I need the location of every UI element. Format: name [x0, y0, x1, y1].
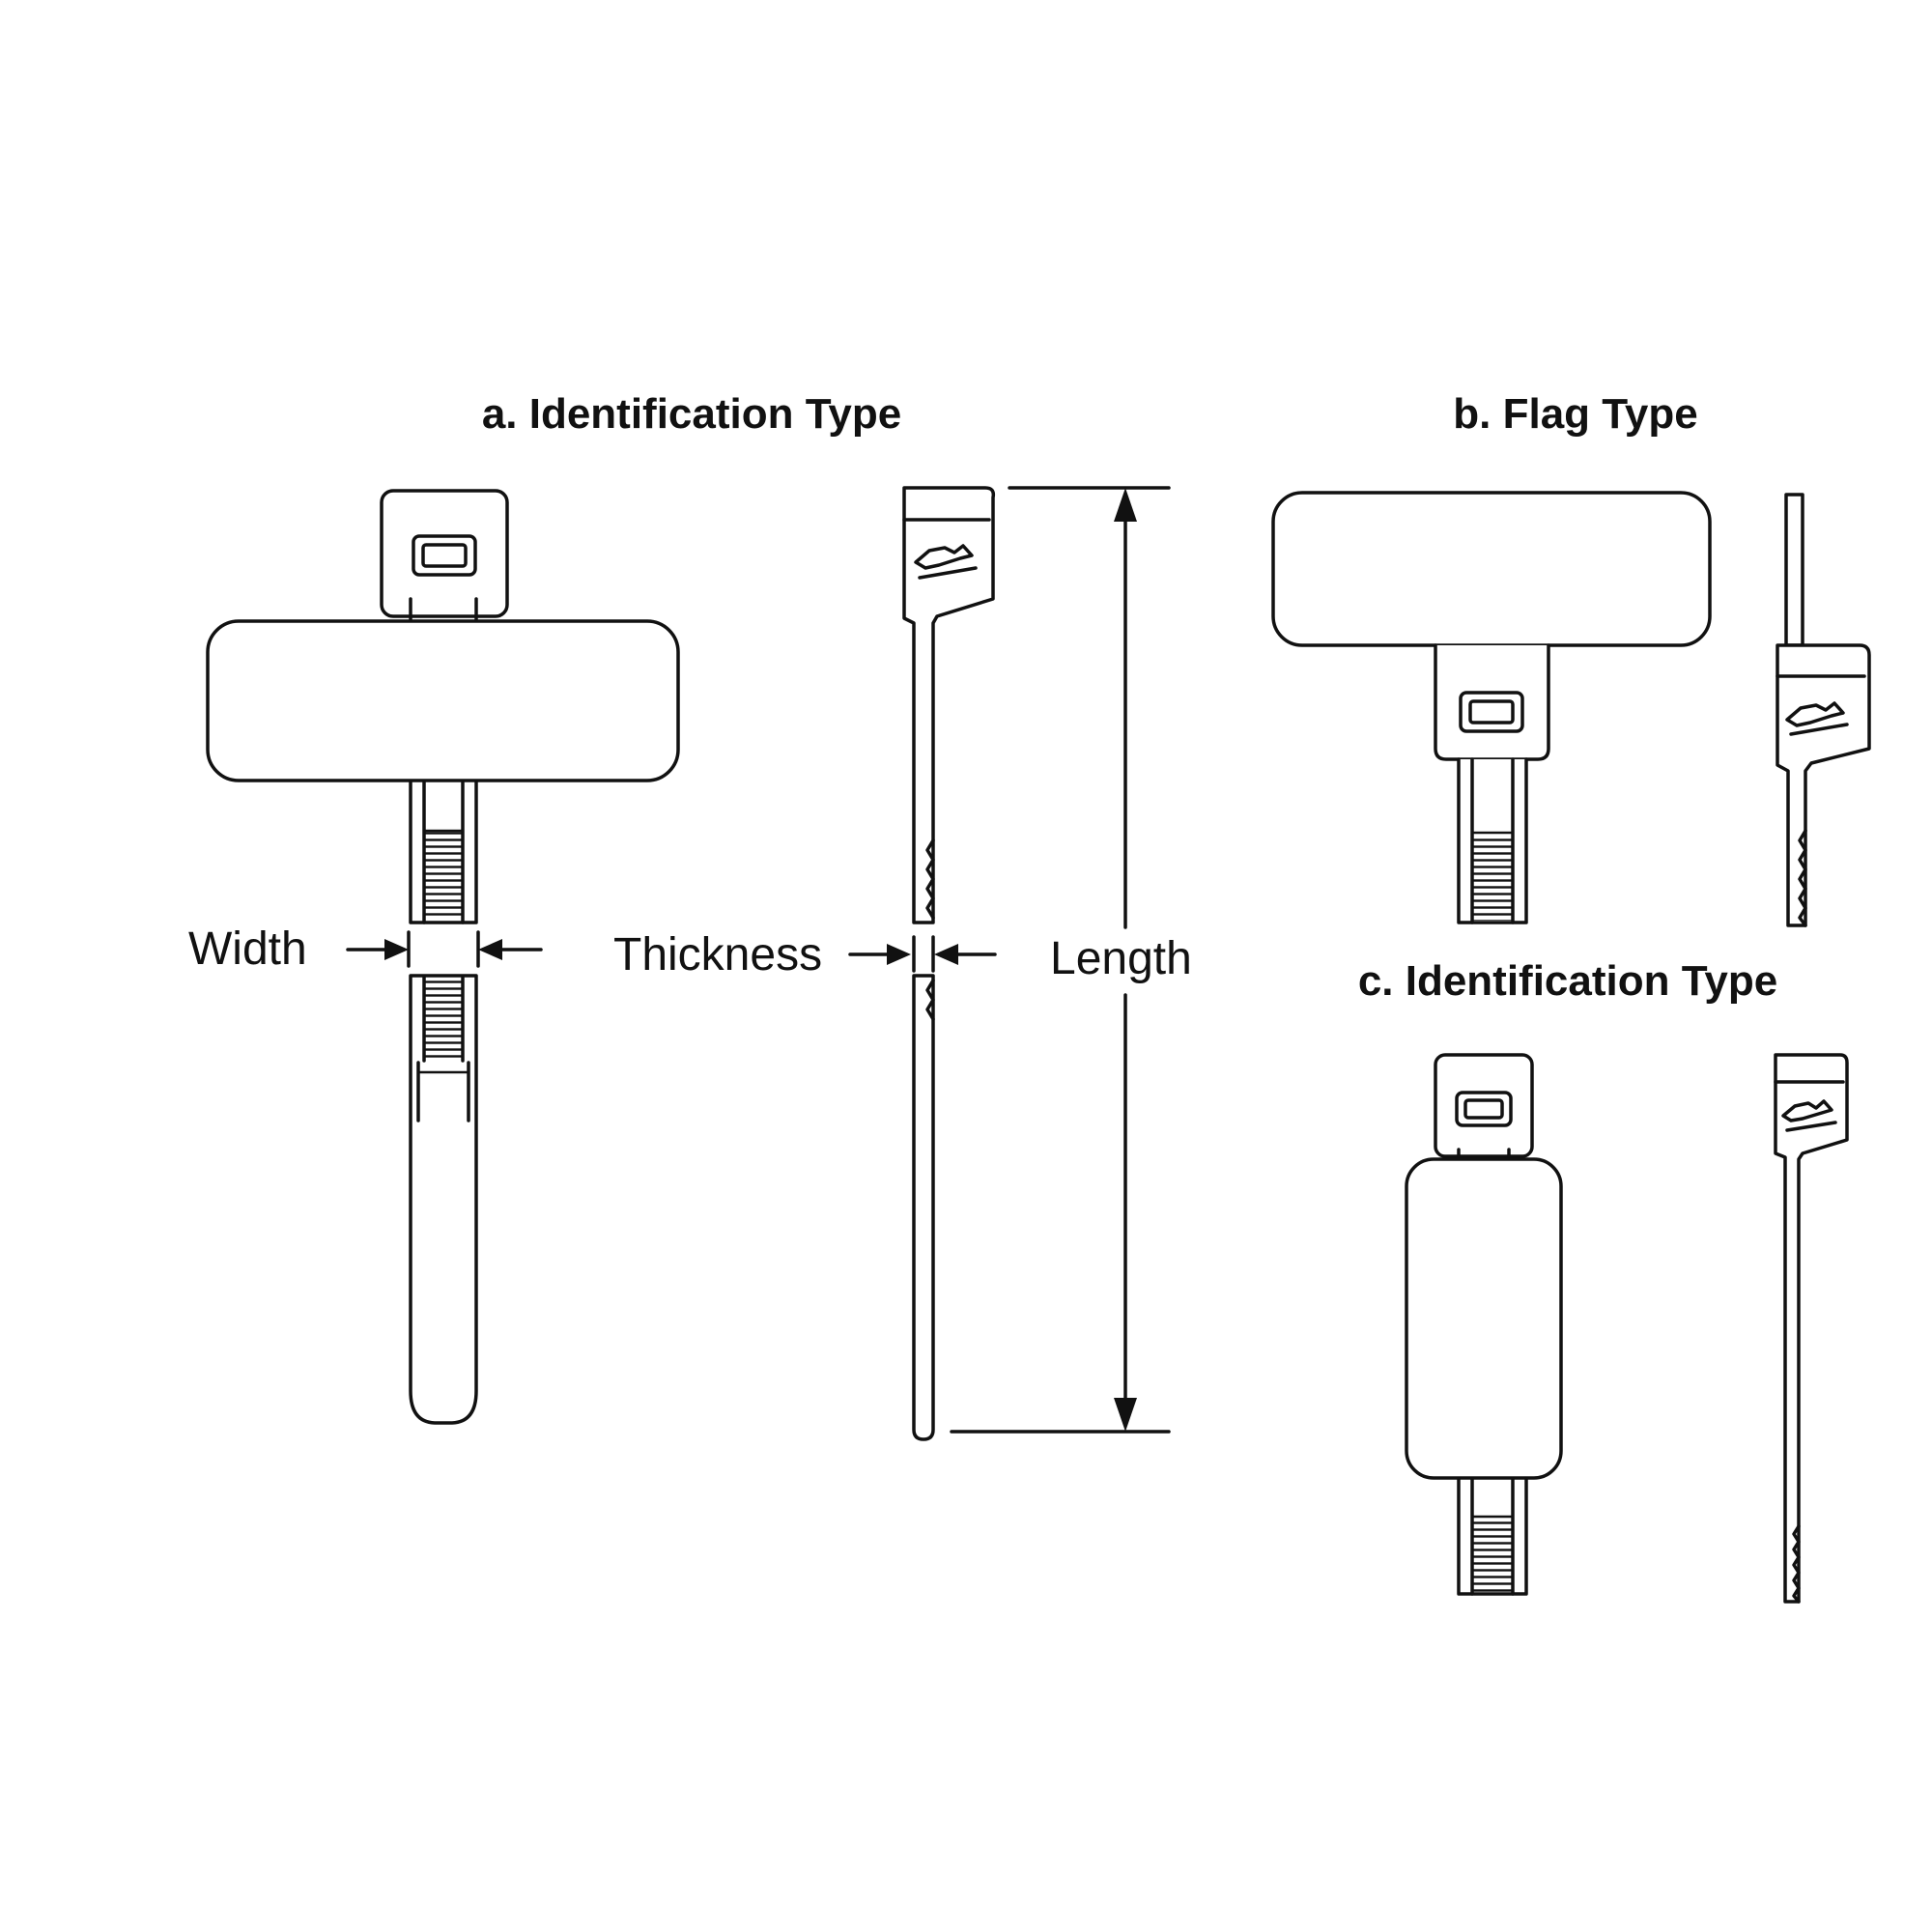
width-label: Width: [188, 923, 307, 975]
title-flag-type-b: b. Flag Type: [1453, 390, 1697, 438]
tie-c-front-view: [1405, 1053, 1563, 1596]
title-identification-type-c: c. Identification Type: [1358, 957, 1777, 1005]
thickness-label: Thickness: [613, 929, 822, 980]
tie-a-front-view: [206, 489, 680, 1425]
length-dimension: Length: [950, 486, 1192, 1434]
tie-b-side-view: [1776, 493, 1871, 927]
tie-a-side-view: [902, 486, 996, 1441]
length-label: Length: [1050, 933, 1192, 984]
width-dimension: Width: [188, 923, 543, 975]
tie-b-front-view: [1271, 491, 1712, 924]
thickness-dimension: Thickness: [613, 929, 997, 980]
tie-c-side-view: [1774, 1053, 1849, 1604]
title-identification-type-a: a. Identification Type: [482, 390, 901, 438]
